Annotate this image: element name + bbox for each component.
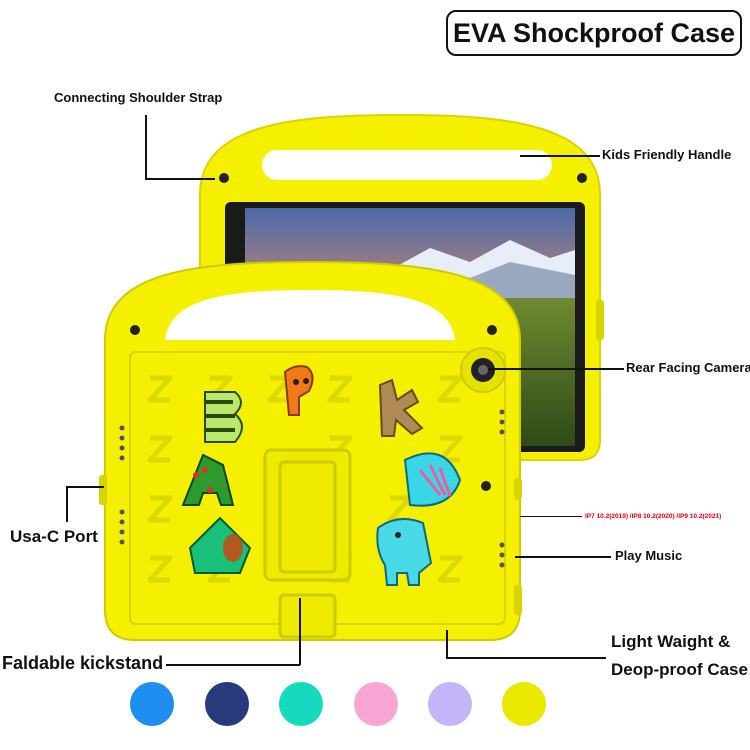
animal-letter-stickers-icon bbox=[181, 365, 462, 586]
kickstand-leader-line-h bbox=[166, 664, 300, 666]
port-leader-line bbox=[66, 486, 68, 522]
light-leader-line bbox=[446, 630, 448, 658]
kickstand-icon bbox=[263, 448, 352, 639]
color-swatch-teal[interactable] bbox=[279, 682, 323, 726]
light-label-line2: Deop-proof Case bbox=[611, 660, 748, 679]
strap-leader-line-h bbox=[145, 178, 215, 180]
handle-leader-line bbox=[520, 155, 600, 157]
color-swatch-yellow[interactable] bbox=[502, 682, 546, 726]
camera-lens-icon bbox=[460, 347, 506, 491]
kickstand-leader-line bbox=[299, 598, 301, 665]
port-leader-line-h bbox=[66, 486, 104, 488]
models-leader-line bbox=[520, 516, 582, 517]
model-compatibility: IP7 10.2(2019) /IP8 10.2(2020) /IP9 10.2… bbox=[585, 513, 722, 520]
kickstand-label: Faldable kickstand bbox=[2, 653, 164, 673]
light-leader-line-h bbox=[446, 657, 606, 659]
light-label-line1: Light Waight & bbox=[611, 632, 731, 651]
camera-leader-line bbox=[488, 368, 624, 370]
color-swatch-navy[interactable] bbox=[205, 682, 249, 726]
port-label: Usa-C Port bbox=[10, 527, 98, 546]
camera-label: Rear Facing Camera bbox=[626, 360, 750, 375]
handle-label: Kids Friendly Handle bbox=[602, 147, 732, 162]
color-swatch-lavender[interactable] bbox=[428, 682, 472, 726]
color-swatch-pink[interactable] bbox=[354, 682, 398, 726]
strap-leader-line bbox=[145, 115, 147, 179]
color-swatch-blue[interactable] bbox=[130, 682, 174, 726]
strap-label: Connecting Shoulder Strap bbox=[54, 90, 223, 105]
page-title: EVA Shockproof Case bbox=[446, 10, 742, 56]
music-label: Play Music bbox=[615, 548, 683, 563]
music-leader-line bbox=[515, 556, 611, 558]
